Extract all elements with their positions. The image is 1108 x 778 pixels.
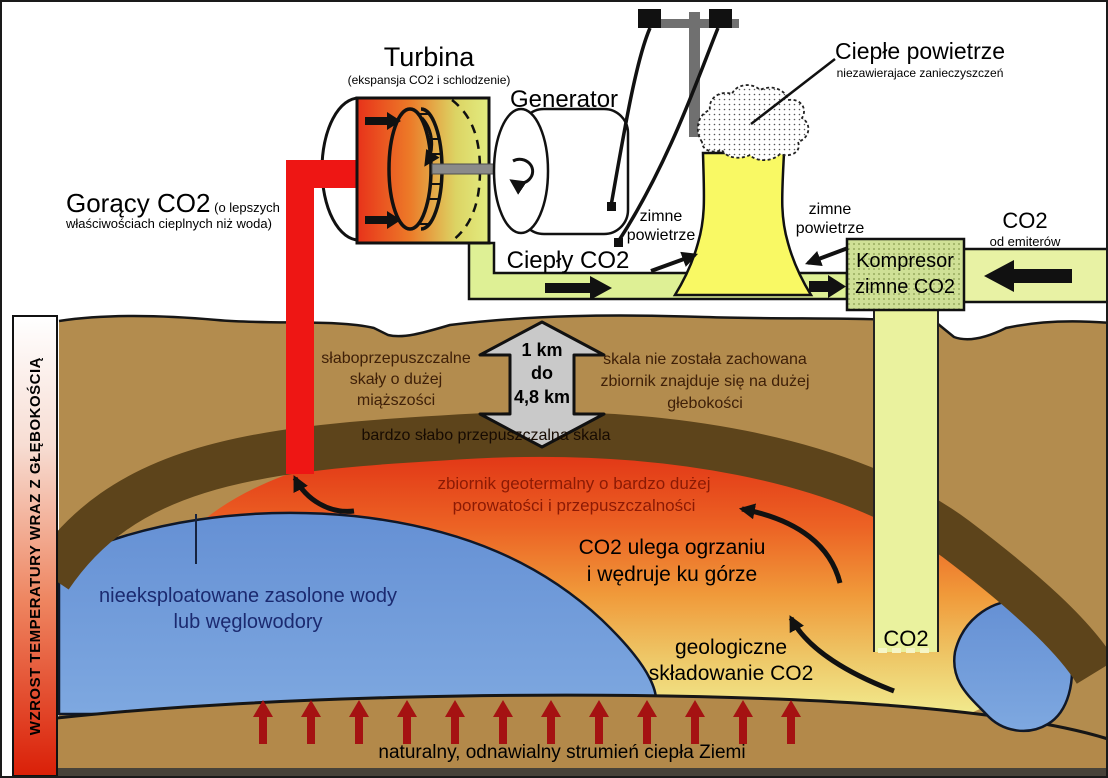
warm-co2-label: Ciepły CO2 — [506, 247, 630, 274]
warm-co2-flow-arrow — [545, 276, 612, 300]
caprock-band — [31, 411, 1106, 685]
caprock-label: bardzo słabo przepuszczalna skala — [361, 427, 611, 444]
impermeable-rocks-label: słaboprzepuszczalne skały o dużej miąższ… — [321, 350, 471, 410]
temperature-gradient-label: WZROST TEMPERATURY WRAZ Z GŁĘBOKOŚCIĄ — [26, 356, 44, 736]
depth-scale-label: 1 km do 4,8 km — [513, 340, 571, 407]
turbine-inlet-arrow-top — [365, 112, 401, 130]
injection-pipe-perforations — [878, 648, 929, 653]
co2-emitters-title: CO2 — [1002, 208, 1048, 233]
reservoir-label: zbiornik geotermalny o bardzo dużej poro… — [437, 474, 711, 516]
compressor-inlet-arrow — [809, 275, 846, 298]
production-well-pipe — [286, 160, 370, 474]
injection-well-co2-label: CO2 — [883, 626, 929, 651]
co2-into-well-arrow — [292, 475, 355, 514]
wire-terminal-bottom — [614, 238, 623, 247]
generator-rotation-arrow — [509, 157, 535, 195]
warm-air-title: Ciepłe powietrze — [834, 38, 1006, 64]
warm-air-leader-line — [750, 58, 836, 125]
bottom-dark-strip — [57, 768, 1106, 776]
turbine-inlet-arrow-bottom — [365, 211, 401, 229]
turbine-rotation-arrow — [420, 116, 440, 167]
co2-rise-arrow — [738, 503, 843, 584]
saline-aquifer-left — [57, 511, 658, 716]
cold-air-left-arrow — [650, 251, 699, 273]
hot-co2-label: Gorący CO2 (o lepszych właściwościach ci… — [66, 188, 280, 232]
emitters-flow-arrow — [984, 260, 1072, 292]
hot-co2-note2: właściwościach cieplnych niż woda) — [66, 216, 272, 232]
saline-water-label: nieeksploatowane zasolone wody lub węglo… — [99, 585, 397, 633]
power-pole-crossbar — [639, 19, 739, 28]
ground-surface-line — [58, 314, 1106, 341]
heat-source-band — [57, 695, 1106, 768]
warm-air-subtitle: niezawierajace zanieczyszczeń — [836, 66, 1004, 80]
co2-spread-arrow — [788, 615, 895, 694]
co2-rises-label: CO2 ulega ogrzaniu i wędruje ku górze — [578, 536, 766, 587]
generator-title: Generator — [509, 86, 619, 113]
turbine-right-cap-dashed — [451, 99, 482, 242]
power-pole — [689, 12, 700, 137]
co2-emitters-subtitle: od emiterów — [989, 234, 1061, 249]
turbine-subtitle: (ekspansja CO2 i schlodzenie) — [347, 73, 511, 87]
hot-co2-title: Gorący CO2 — [66, 188, 211, 218]
injection-well-pipe — [874, 307, 938, 652]
heat-flux-label: naturalny, odnawialny strumień ciepła Zi… — [378, 742, 746, 763]
insulator-right — [709, 9, 732, 28]
compressor-box — [845, 237, 966, 312]
power-line-2 — [616, 27, 720, 243]
wire-terminal-top — [607, 202, 616, 211]
temperature-gradient-bar: WZROST TEMPERATURY WRAZ Z GŁĘBOKOŚCIĄ — [12, 315, 58, 776]
storage-label: geologiczne składowanie CO2 — [648, 636, 814, 686]
turbine-title: Turbina — [383, 42, 475, 72]
cold-air-right-arrow — [805, 246, 849, 266]
generator-left-cap — [492, 107, 550, 235]
cooling-tower — [672, 151, 814, 297]
scale-note-label: skala nie została zachowana zbiornik zna… — [600, 351, 810, 413]
hot-co2-note1: (o lepszych — [210, 200, 280, 215]
insulator-left — [638, 9, 661, 28]
power-line-1 — [609, 27, 652, 207]
depth-scale-arrow — [478, 320, 606, 449]
